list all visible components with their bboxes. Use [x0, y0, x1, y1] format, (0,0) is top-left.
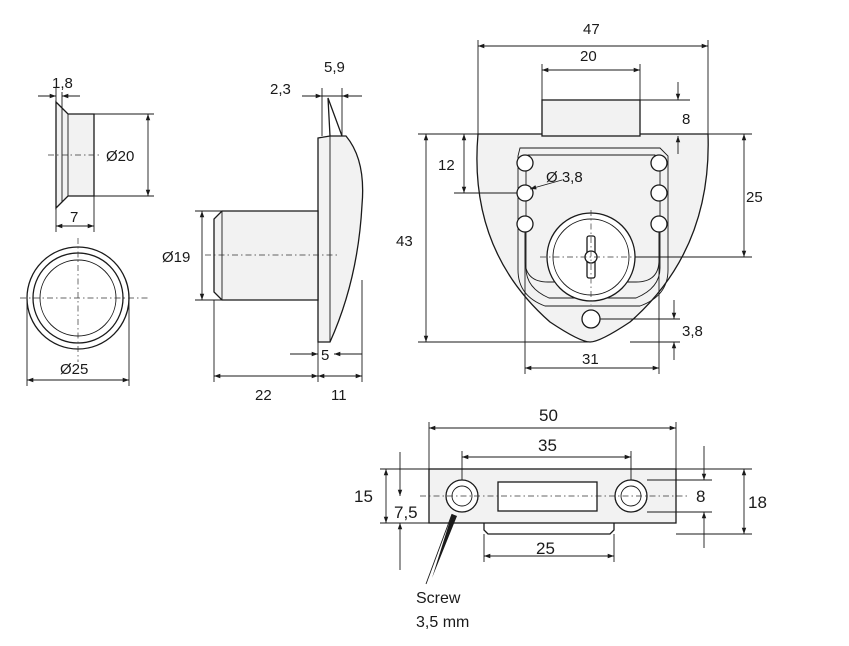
strike-plate	[380, 422, 752, 585]
dim-front-top-height: 8	[682, 111, 690, 128]
dim-front-38: 3,8	[682, 323, 703, 340]
dim-front-top: 20	[580, 48, 597, 65]
dimension-labels: 1,8 Ø20 7 Ø25 2,3 5,9 Ø19 5 22 11 47 20 …	[52, 21, 767, 558]
dim-strike-35: 35	[538, 436, 557, 455]
dim-side-length: 22	[255, 387, 272, 404]
dim-side-b: 5,9	[324, 59, 345, 76]
dim-strike-75: 7,5	[394, 503, 418, 522]
screw-note: Screw 3,5 mm	[416, 590, 469, 631]
dim-front-12: 12	[438, 157, 455, 174]
dim-side-a: 2,3	[270, 81, 291, 98]
dim-cyl-diameter: Ø20	[106, 148, 134, 165]
dim-cyl-flange: 1,8	[52, 75, 73, 92]
dim-ring-diameter: Ø25	[60, 361, 88, 378]
screw-label: Screw	[416, 590, 461, 607]
dim-side-body: 11	[331, 387, 347, 404]
dim-side-diameter: Ø19	[162, 249, 190, 266]
dim-front-31: 31	[582, 351, 599, 368]
lock-front-view	[418, 40, 752, 374]
screw-size: 3,5 mm	[416, 614, 469, 631]
dim-front-width: 47	[583, 21, 600, 38]
cylinder-front-ring	[20, 238, 148, 386]
dim-front-25: 25	[746, 189, 763, 206]
dim-strike-15: 15	[354, 487, 373, 506]
lock-side-view	[195, 88, 364, 382]
dim-strike-25: 25	[536, 539, 555, 558]
dim-strike-50: 50	[539, 406, 558, 425]
dim-cyl-length: 7	[70, 209, 78, 226]
cylinder-side-view	[38, 88, 154, 232]
dim-front-height: 43	[396, 233, 413, 250]
dim-front-hole: Ø 3,8	[546, 169, 583, 186]
dim-side-c: 5	[321, 347, 329, 364]
dim-strike-18: 18	[748, 493, 767, 512]
dim-strike-8: 8	[696, 487, 705, 506]
